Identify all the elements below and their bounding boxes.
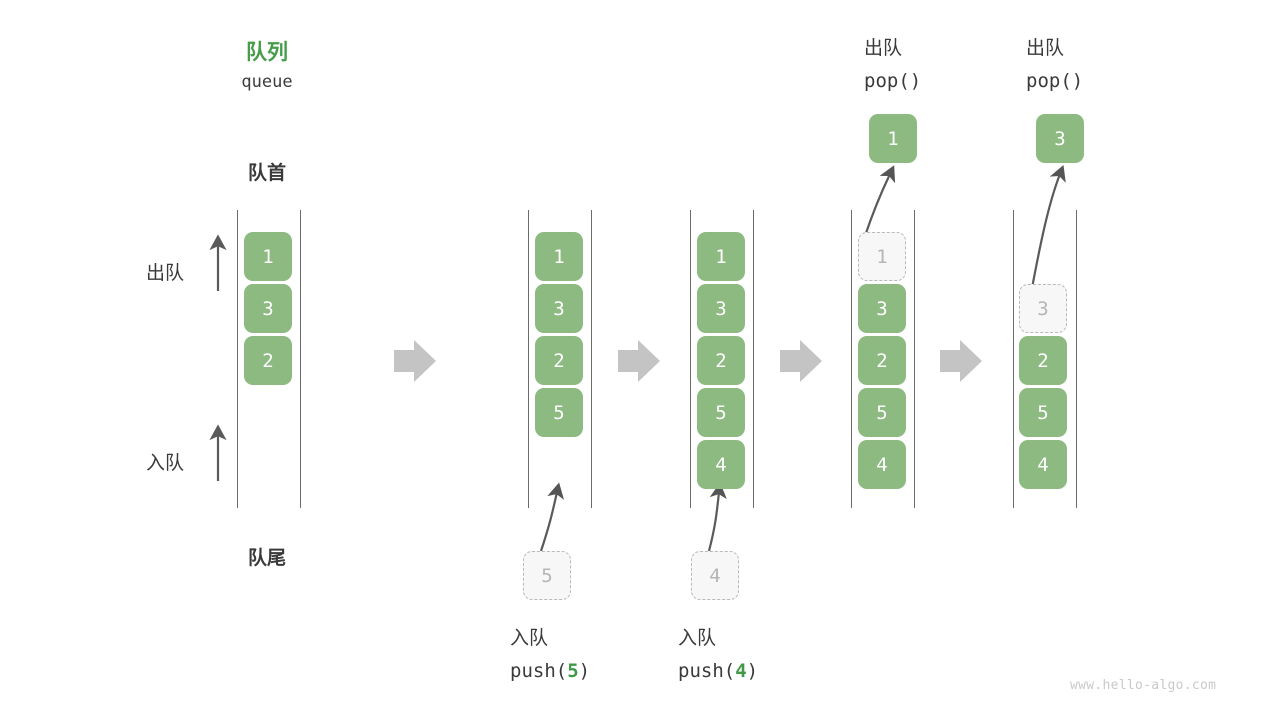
incoming-element-ghost: 4 — [691, 551, 739, 600]
queue-tail-label: 队尾 — [247, 548, 286, 569]
pop-3-motion-arrow — [1030, 164, 1066, 289]
rail-left-col0 — [237, 210, 238, 508]
push-5-code-arg: 5 — [567, 660, 579, 682]
rail-left-col1 — [528, 210, 529, 508]
rail-right-col2 — [753, 210, 754, 508]
pop-1-op-label: 出队 — [864, 38, 903, 59]
push-4-code-suffix: ) — [746, 660, 759, 682]
push-4-code-prefix: push( — [678, 660, 736, 682]
queue-cell: 5 — [858, 388, 906, 437]
rail-right-col0 — [300, 210, 301, 508]
queue-cell: 2 — [244, 336, 292, 385]
step-arrow-2 — [618, 340, 660, 382]
rail-left-col4 — [1013, 210, 1014, 508]
push-4-op-code: push(4) — [678, 660, 758, 682]
queue-cell: 4 — [858, 440, 906, 489]
queue-cell: 2 — [535, 336, 583, 385]
rail-left-col3 — [851, 210, 852, 508]
queue-cell: 1 — [697, 232, 745, 281]
incoming-element-ghost: 5 — [523, 551, 571, 600]
pop-3-code-suffix: ) — [1071, 70, 1084, 92]
popped-element: 3 — [1036, 114, 1084, 163]
queue-cell-new: 5 — [535, 388, 583, 437]
push-4-op-label: 入队 — [678, 628, 717, 649]
queue-cell: 3 — [244, 284, 292, 333]
queue-cell: 4 — [1019, 440, 1067, 489]
rail-right-col1 — [591, 210, 592, 508]
push-5-motion-arrow — [539, 482, 565, 552]
push-4-code-arg: 4 — [735, 660, 747, 682]
queue-cell: 2 — [858, 336, 906, 385]
push-5-code-prefix: push( — [510, 660, 568, 682]
pop-1-op-code: pop() — [864, 70, 921, 92]
queue-title-code: queue — [241, 72, 293, 92]
rail-right-col4 — [1076, 210, 1077, 508]
push-5-code-suffix: ) — [578, 660, 591, 682]
pop-3-op-code: pop() — [1026, 70, 1083, 92]
vacated-slot-ghost: 1 — [858, 232, 906, 281]
vacated-slot-ghost: 3 — [1019, 284, 1067, 333]
step-arrow-3 — [780, 340, 822, 382]
step-arrow-4 — [940, 340, 982, 382]
queue-cell: 2 — [1019, 336, 1067, 385]
queue-cell: 3 — [858, 284, 906, 333]
pop-1-code-suffix: ) — [909, 70, 922, 92]
queue-cell-new: 4 — [697, 440, 745, 489]
queue-cell: 5 — [1019, 388, 1067, 437]
dequeue-label: 出队 — [146, 263, 185, 284]
queue-cell: 5 — [697, 388, 745, 437]
pop-1-code-prefix: pop( — [864, 70, 910, 92]
pop-3-op-label: 出队 — [1026, 38, 1065, 59]
rail-right-col3 — [914, 210, 915, 508]
queue-cell: 2 — [697, 336, 745, 385]
queue-cell: 3 — [697, 284, 745, 333]
watermark: www.hello-algo.com — [1070, 678, 1217, 693]
rail-left-col2 — [690, 210, 691, 508]
queue-cell: 1 — [244, 232, 292, 281]
pop-1-motion-arrow — [863, 165, 896, 237]
enqueue-label: 入队 — [146, 453, 185, 474]
push-5-op-code: push(5) — [510, 660, 590, 682]
queue-head-label: 队首 — [247, 163, 286, 184]
step-arrow-1 — [394, 340, 436, 382]
queue-cell: 3 — [535, 284, 583, 333]
push-5-op-label: 入队 — [510, 628, 549, 649]
pop-3-code-prefix: pop( — [1026, 70, 1072, 92]
queue-cell: 1 — [535, 232, 583, 281]
push-4-motion-arrow — [707, 482, 727, 552]
popped-element: 1 — [869, 114, 917, 163]
queue-title-cn: 队列 — [246, 41, 288, 64]
